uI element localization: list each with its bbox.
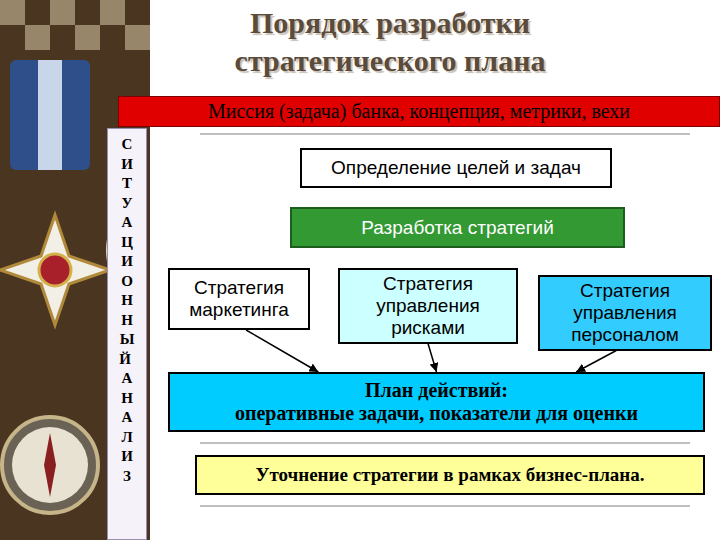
process-box: Разработка стратегий	[290, 207, 625, 248]
compass	[2, 417, 98, 513]
result-box: Уточнение стратегии в рамках бизнес-план…	[195, 455, 705, 495]
cross-medal	[0, 215, 110, 325]
box-text: Стратегия маркетинга	[176, 277, 302, 321]
medal-ribbon	[10, 60, 90, 170]
box-text: Миссия (задача) банка, концепция, метрик…	[208, 100, 630, 123]
flow-arrow	[246, 330, 318, 372]
process-box: Определение целей и задач	[300, 148, 612, 188]
analysis-band: СИТУАЦИОННЫЙ АНАЛИЗ	[107, 128, 147, 540]
flow-arrow	[576, 351, 616, 372]
box-text: оперативные задачи, показатели для оценк…	[235, 402, 638, 425]
chessboard	[0, 0, 150, 50]
photo-tint	[0, 0, 150, 540]
strategy-box: Стратегия управления рисками	[338, 268, 518, 344]
flow-arrow	[428, 344, 437, 372]
mission-band: Миссия (задача) банка, концепция, метрик…	[118, 96, 720, 127]
divider-line	[200, 443, 690, 444]
plan-box: План действий:оперативные задачи, показа…	[168, 372, 705, 432]
strategy-box: Стратегия управления персоналом	[538, 275, 712, 351]
divider-line	[200, 134, 690, 135]
vertical-label: СИТУАЦИОННЫЙ АНАЛИЗ	[119, 135, 136, 486]
strategy-box: Стратегия маркетинга	[168, 268, 310, 330]
box-text: Стратегия управления персоналом	[546, 280, 704, 346]
box-text: Определение целей и задач	[331, 157, 581, 179]
box-text: Уточнение стратегии в рамках бизнес-план…	[255, 464, 644, 486]
box-text: План действий:	[365, 379, 508, 402]
slide-title: Порядок разработки стратегического плана	[170, 4, 610, 80]
photo-collage	[0, 0, 150, 540]
box-text: Стратегия управления рисками	[346, 273, 510, 339]
box-text: Разработка стратегий	[361, 217, 554, 239]
divider-line	[200, 506, 690, 507]
